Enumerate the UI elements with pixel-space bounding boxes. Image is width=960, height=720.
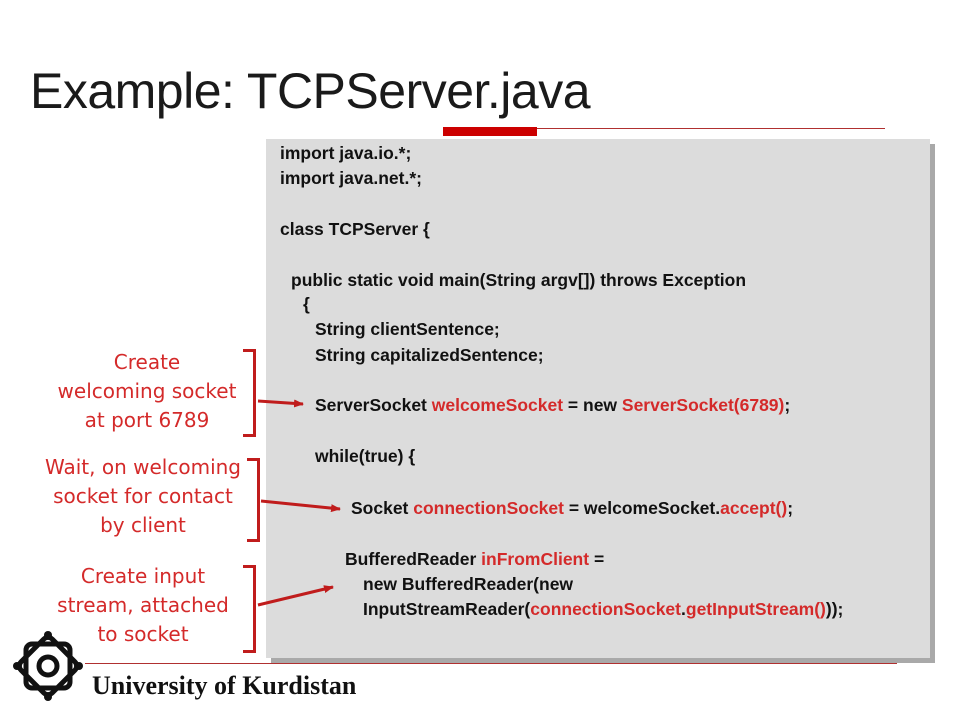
code-line-9: while(true) { xyxy=(315,446,416,466)
code-token-highlight: inFromClient xyxy=(481,549,590,569)
code-token: InputStreamReader( xyxy=(363,599,531,619)
annotation-line: at port 6789 xyxy=(84,408,210,432)
annotation-bracket xyxy=(247,458,260,542)
code-token: = welcomeSocket. xyxy=(563,498,721,518)
annotation-accept-wait: Wait, on welcoming socket for contact by… xyxy=(37,453,249,540)
code-listing: import java.io.*; import java.net.*; cla… xyxy=(266,139,930,658)
code-token-highlight: connectionSocket xyxy=(413,498,564,518)
arrow-to-accept xyxy=(260,499,341,513)
university-name: University of Kurdistan xyxy=(92,671,357,700)
code-line-12: new BufferedReader(new xyxy=(363,574,574,594)
code-token-highlight: ServerSocket(6789) xyxy=(621,395,785,415)
annotation-line: by client xyxy=(100,513,186,537)
code-token-highlight: welcomeSocket xyxy=(431,395,564,415)
annotation-welcoming-socket: Create welcoming socket at port 6789 xyxy=(46,348,248,435)
title-accent-bar xyxy=(443,127,537,136)
code-token: ServerSocket xyxy=(315,395,432,415)
code-line-13: InputStreamReader(connectionSocket.getIn… xyxy=(363,599,843,619)
title-divider xyxy=(537,128,885,129)
code-line-2: import java.net.*; xyxy=(280,168,422,188)
code-line-1: import java.io.*; xyxy=(280,143,412,163)
code-line-7: String capitalizedSentence; xyxy=(315,345,544,365)
code-token: BufferedReader xyxy=(345,549,482,569)
code-token: ; xyxy=(787,498,794,518)
annotation-line: stream, attached xyxy=(57,593,229,617)
slide-title: Example: TCPServer.java xyxy=(30,63,591,119)
code-line-4: public static void main(String argv[]) t… xyxy=(291,270,747,290)
arrow-to-server-socket xyxy=(257,399,304,408)
code-line-6: String clientSentence; xyxy=(315,319,500,339)
code-token: = xyxy=(589,549,605,569)
code-line-10: Socket connectionSocket = welcomeSocket.… xyxy=(351,498,793,518)
footer-divider xyxy=(85,663,897,664)
annotation-input-stream: Create input stream, attached to socket xyxy=(43,562,243,649)
annotation-line: Wait, on welcoming xyxy=(45,455,241,479)
annotation-line: Create input xyxy=(80,564,206,588)
code-line-8: ServerSocket welcomeSocket = new ServerS… xyxy=(315,395,790,415)
annotation-bracket xyxy=(243,565,256,653)
arrow-to-buffered-reader xyxy=(257,585,334,607)
code-token: ; xyxy=(784,395,791,415)
code-token-highlight: getInputStream() xyxy=(685,599,826,619)
annotation-line: socket for contact xyxy=(53,484,233,508)
code-line-11: BufferedReader inFromClient = xyxy=(345,549,604,569)
annotation-line: welcoming socket xyxy=(57,379,237,403)
code-token: Socket xyxy=(351,498,414,518)
annotation-bracket xyxy=(243,349,256,437)
code-token-highlight: connectionSocket xyxy=(530,599,681,619)
annotation-line: Create xyxy=(113,350,181,374)
code-token: . xyxy=(681,599,686,619)
code-token: = new xyxy=(563,395,622,415)
code-token: )); xyxy=(825,599,844,619)
university-knot-logo-icon xyxy=(13,631,83,701)
code-token-highlight: accept() xyxy=(720,498,788,518)
code-line-3: class TCPServer { xyxy=(280,219,430,239)
code-line-5: { xyxy=(303,294,310,314)
annotation-line: to socket xyxy=(97,622,189,646)
